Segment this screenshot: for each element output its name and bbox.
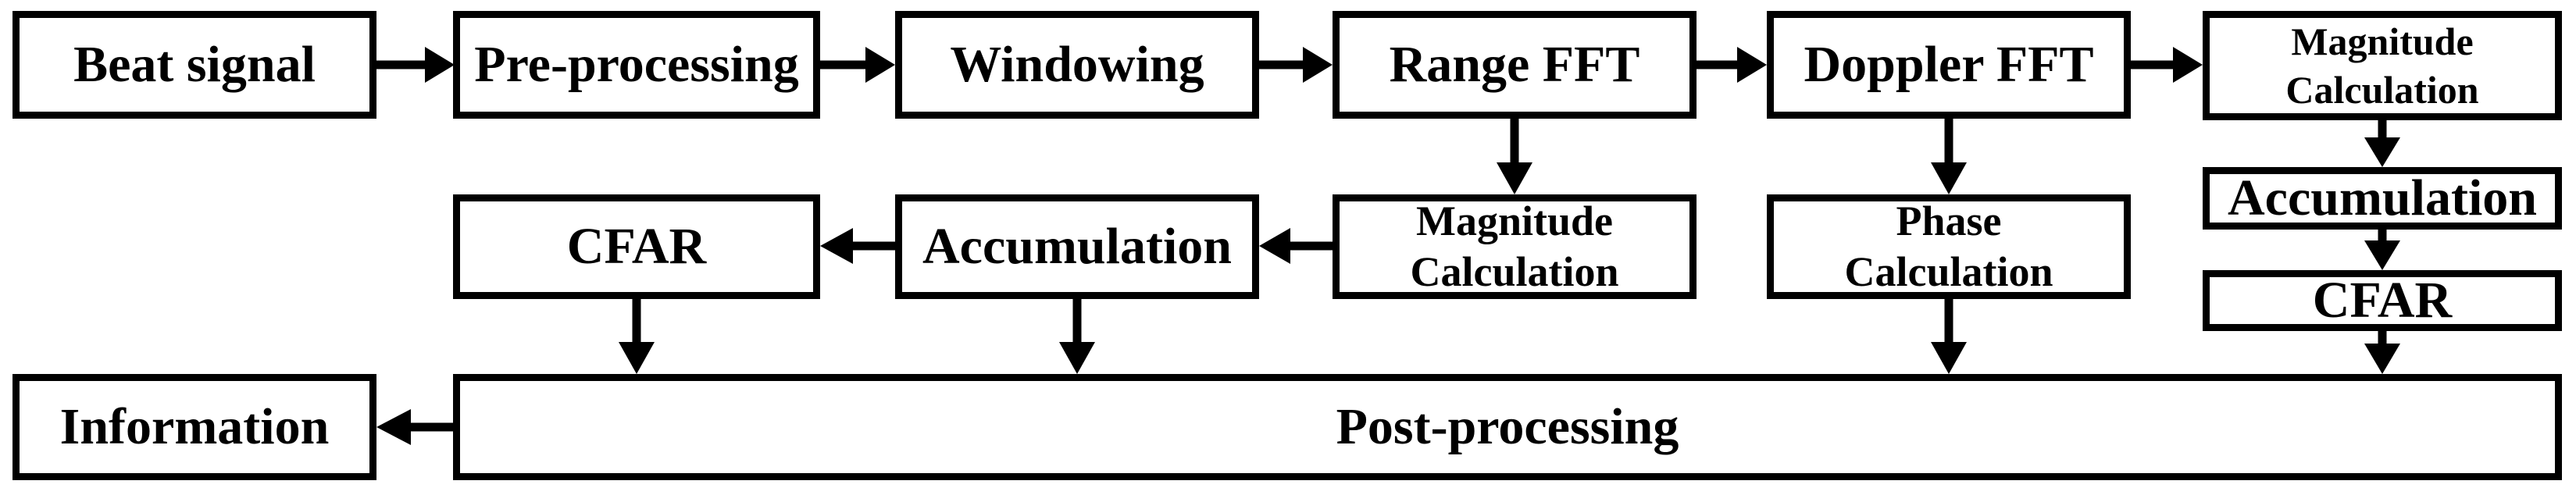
box-magnitude-calculation-top: Magnitude Calculation: [2203, 11, 2562, 120]
arrow-doppler-fft-to-magnitude-calculation-top: [2131, 47, 2203, 83]
arrow-range-fft-to-doppler-fft: [1697, 47, 1767, 83]
box-pre-processing: Pre-processing: [453, 11, 820, 119]
box-beat-signal: Beat signal: [12, 11, 376, 119]
arrow-accumulation-mid-to-post-processing: [1059, 299, 1095, 374]
arrow-doppler-fft-to-phase-calculation: [1931, 119, 1967, 194]
arrow-beat-signal-to-pre-processing: [376, 47, 455, 83]
box-magnitude-calculation-mid: Magnitude Calculation: [1333, 194, 1697, 299]
arrow-accumulation-right-to-cfar-right: [2364, 230, 2400, 270]
box-range-fft: Range FFT: [1333, 11, 1697, 119]
box-windowing: Windowing: [895, 11, 1259, 119]
arrow-accumulation-mid-to-cfar-mid: [820, 228, 895, 264]
arrow-range-fft-to-magnitude-calculation-mid: [1497, 119, 1532, 194]
arrow-post-processing-to-information: [376, 409, 453, 445]
box-information: Information: [12, 374, 376, 480]
arrow-cfar-mid-to-post-processing: [619, 299, 655, 374]
arrow-cfar-right-to-post-processing: [2364, 331, 2400, 374]
arrow-phase-calculation-to-post-processing: [1931, 299, 1967, 374]
box-cfar-right: CFAR: [2203, 270, 2562, 331]
box-phase-calculation: Phase Calculation: [1767, 194, 2131, 299]
arrow-magnitude-calculation-top-to-accumulation-right: [2364, 119, 2400, 167]
box-post-processing: Post-processing: [453, 374, 2562, 480]
arrow-windowing-to-range-fft: [1259, 47, 1333, 83]
box-cfar-mid: CFAR: [453, 194, 820, 299]
box-accumulation-mid: Accumulation: [895, 194, 1259, 299]
box-accumulation-right: Accumulation: [2203, 167, 2562, 230]
box-doppler-fft: Doppler FFT: [1767, 11, 2131, 119]
arrow-magnitude-calculation-mid-to-accumulation-mid: [1259, 228, 1333, 264]
arrow-pre-processing-to-windowing: [820, 47, 895, 83]
